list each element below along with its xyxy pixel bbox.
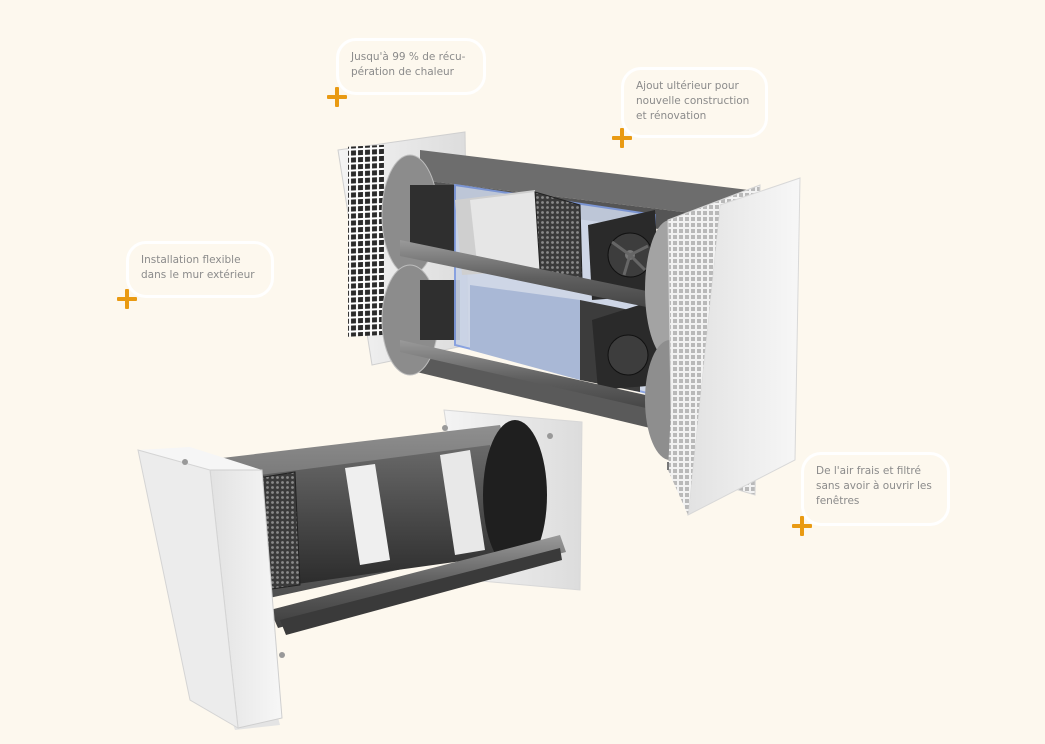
upper-unit: [337, 131, 801, 516]
plus-icon[interactable]: [612, 128, 632, 148]
lower-unit: [137, 409, 583, 730]
plus-icon[interactable]: [792, 516, 812, 536]
callout-installation: Installation flexible dans le mur extéri…: [126, 241, 274, 298]
callout-heat-recovery: Jusqu'à 99 % de récu- pération de chaleu…: [336, 38, 486, 95]
grille-icon: [348, 144, 384, 337]
plus-icon[interactable]: [327, 87, 347, 107]
callout-fresh-air: De l'air frais et filtré sans avoir à ou…: [801, 452, 950, 526]
callout-retrofit: Ajout ultérieur pour nouvelle constructi…: [621, 67, 768, 138]
plus-icon[interactable]: [117, 289, 137, 309]
